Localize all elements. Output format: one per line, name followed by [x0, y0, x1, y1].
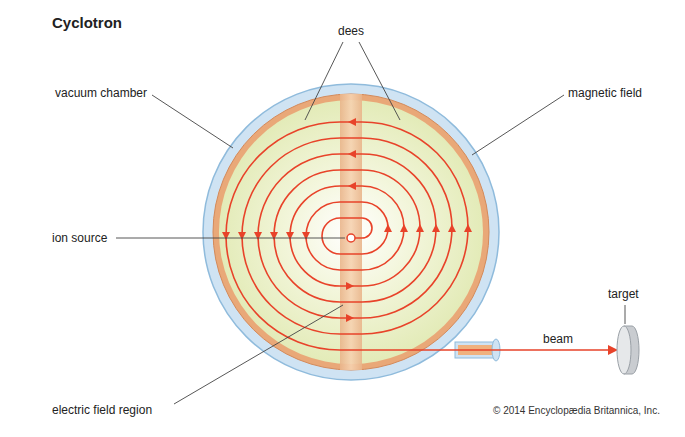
part-label: magnetic field — [568, 86, 642, 100]
electric-field-gap — [340, 94, 362, 370]
part-label: beam — [543, 332, 573, 346]
particle-spiral — [226, 122, 615, 350]
ion-source-dot — [347, 234, 355, 242]
part-label: ion source — [52, 231, 107, 245]
magnet-ring — [213, 94, 489, 370]
target-disk — [617, 326, 631, 374]
part-label: electric field region — [52, 403, 152, 417]
spiral-arrows — [222, 118, 618, 355]
copyright-note: © 2014 Encyclopædia Britannica, Inc. — [493, 405, 660, 417]
part-label: target — [608, 287, 639, 301]
leader-lines — [116, 42, 625, 404]
part-label: dees — [338, 24, 364, 38]
vacuum-chamber — [203, 84, 499, 380]
diagram-title: Cyclotron — [52, 14, 122, 32]
part-label: vacuum chamber — [55, 86, 147, 100]
